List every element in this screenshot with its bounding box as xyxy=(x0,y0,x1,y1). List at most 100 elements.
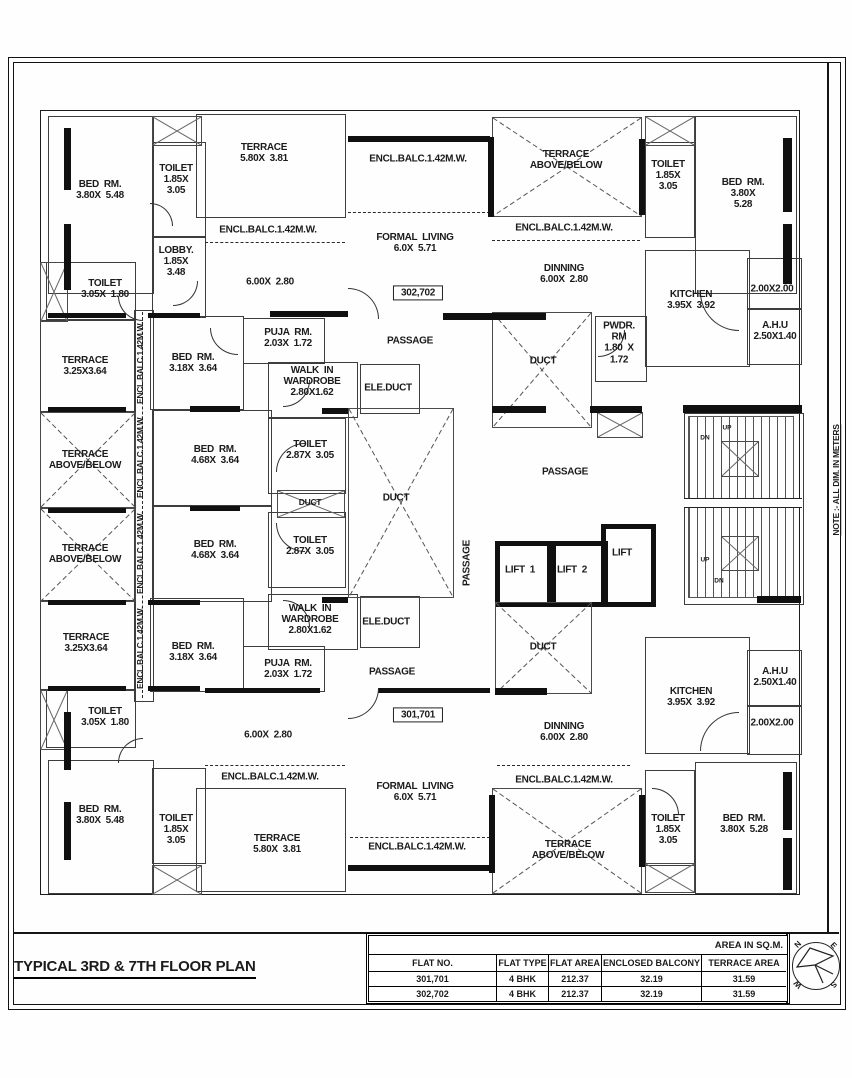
label-passage-mid: PASSAGE xyxy=(541,466,589,478)
staircase-block xyxy=(684,413,804,605)
label-bed-468-top: BED RM. 4.68X 3.64 xyxy=(191,443,239,466)
balcony-dash-left-strip xyxy=(142,312,143,698)
dimension-note: NOTE :- ALL DIM. IN METERS xyxy=(831,424,842,536)
room-walkin-top xyxy=(268,362,358,418)
room-lift-3 xyxy=(601,524,656,607)
stair-landing-lower-hatch xyxy=(721,536,759,571)
area-units-note: AREA IN SQ.M. xyxy=(369,936,787,955)
label-dinning-bottom: DINNING 6.00X 2.80 xyxy=(540,720,588,743)
label-bed-bottom-right: BED RM. 3.80X 5.28 xyxy=(720,812,768,835)
room-walkin-bottom xyxy=(268,594,358,650)
label-balc-bottom-mid: ENCL.BALC.1.42M.W. xyxy=(368,841,466,853)
label-toilet-left-bottom: TOILET 3.05X 1.80 xyxy=(81,705,129,728)
label-ahu-top: A.H.U 2.50X1.40 xyxy=(753,319,797,342)
room-toilet-top-right xyxy=(645,142,695,238)
table-cell: 302,702 xyxy=(416,989,449,999)
label-bed-468-bottom: BED RM. 4.68X 3.64 xyxy=(191,538,239,561)
label-lift-1: LIFT 1 xyxy=(504,564,536,576)
label-terrace-bottom-left: TERRACE 5.80X 3.81 xyxy=(253,832,301,855)
label-lift-2: LIFT 2 xyxy=(556,564,588,576)
wall-segment xyxy=(783,224,792,284)
duct-left-small-top xyxy=(40,262,68,322)
label-passage-top: PASSAGE xyxy=(386,335,434,347)
label-terrace-above-left-1: TERRACE ABOVE/BELOW xyxy=(48,448,122,471)
label-passage-bottom: PASSAGE xyxy=(368,666,416,678)
room-kitchen-bottom xyxy=(645,637,750,754)
label-toilet-287-top: TOILET 2.87X 3.05 xyxy=(286,438,334,461)
wall-segment xyxy=(757,596,801,603)
balcony-dash-top-left xyxy=(205,242,345,243)
label-balc-bottom-left: ENCL.BALC.1.42M.W. xyxy=(221,771,319,783)
table-cell: 31.59 xyxy=(701,987,786,1001)
wall-segment xyxy=(495,688,547,695)
label-terrace-left-2: TERRACE 3.25X3.64 xyxy=(62,631,110,654)
wall-segment xyxy=(64,712,71,770)
label-duct-mid-small: DUCT xyxy=(298,497,322,508)
room-terrace-top-left xyxy=(196,114,346,218)
room-terrace-bottom-left xyxy=(196,788,346,892)
label-puja-top: PUJA RM. 2.03X 1.72 xyxy=(264,326,312,349)
label-terrace-above-left-2: TERRACE ABOVE/BELOW xyxy=(48,542,122,565)
label-toilet-top-right: TOILET 1.85X 3.05 xyxy=(651,159,685,193)
wall-segment xyxy=(190,506,240,511)
stair-landing-upper-hatch xyxy=(721,441,759,477)
label-toilet-287-bottom: TOILET 2.87X 3.05 xyxy=(286,534,334,557)
wall-segment xyxy=(48,600,126,605)
wall-segment xyxy=(270,311,348,317)
wall-segment xyxy=(348,865,490,871)
label-lift-3: LIFT xyxy=(612,547,632,559)
outer-frame xyxy=(8,57,846,1010)
table-header-cell: ENCLOSED BALCONY xyxy=(601,955,701,972)
wall-segment xyxy=(783,772,792,830)
label-passage-vertical: PASSAGE xyxy=(461,539,473,587)
wall-segment xyxy=(64,128,71,190)
room-bed-bottom-right xyxy=(695,762,797,894)
wall-segment xyxy=(322,408,348,414)
label-stair-dn-2: DN xyxy=(714,577,724,585)
wall-segment xyxy=(64,224,71,290)
table-cell: 4 BHK xyxy=(496,972,548,987)
label-toilet-top-left: TOILET 1.85X 3.05 xyxy=(159,163,193,197)
table-cell: 301,701 xyxy=(369,972,496,987)
duct-near-stairs xyxy=(597,412,643,438)
compass-icon: N E W S xyxy=(790,938,842,996)
label-toilet-bottom-left: TOILET 1.85X 3.05 xyxy=(159,813,193,847)
wall-segment xyxy=(190,406,240,412)
label-balc-left-v4: ENCL.BALC.1.42M.W. xyxy=(135,607,146,689)
wall-segment xyxy=(348,136,490,142)
room-bed-bottom-left xyxy=(48,760,154,894)
label-stair-up-2: UP xyxy=(700,556,710,564)
wall-segment xyxy=(48,313,126,318)
compass-needle xyxy=(795,947,835,984)
label-duct-top-right: DUCT xyxy=(529,355,557,367)
wall-segment xyxy=(148,686,200,691)
label-2x2-top: 2.00X2.00 xyxy=(750,283,794,295)
label-lobby: LOBBY. 1.85X 3.48 xyxy=(158,245,194,279)
wall-segment xyxy=(489,795,495,873)
label-formal-living-bottom: FORMAL LIVING 6.0X 5.71 xyxy=(376,780,454,803)
balcony-dash-top-right xyxy=(492,240,640,241)
label-kitchen-top: KITCHEN 3.95X 3.92 xyxy=(667,288,715,311)
balcony-dash-top-mid xyxy=(348,212,490,213)
room-lift-1 xyxy=(495,541,556,607)
label-ahu-bottom: A.H.U 2.50X1.40 xyxy=(753,665,797,688)
wall-segment xyxy=(639,795,645,867)
flat-tag-lower: 301,701 xyxy=(392,707,444,723)
table-cell: 32.19 xyxy=(601,972,701,987)
duct-bottom-right-icon xyxy=(645,863,695,893)
label-kitchen-bottom: KITCHEN 3.95X 3.92 xyxy=(667,685,715,708)
wall-segment xyxy=(205,688,320,693)
label-balc-left-v1: ENCL.BALC.1.42M.W. xyxy=(135,322,146,404)
label-balc-left-v3: ENCL.BALC.1.42M.W. xyxy=(135,512,146,594)
label-toilet-bottom-right: TOILET 1.85X 3.05 xyxy=(651,813,685,847)
room-2x2-bottom xyxy=(747,705,802,755)
room-eleduct-bottom xyxy=(360,596,420,648)
room-eleduct-top xyxy=(360,364,420,414)
label-dinning-top: DINNING 6.00X 2.80 xyxy=(540,262,588,285)
label-dim-600-bottom: 6.00X 2.80 xyxy=(244,729,292,741)
compass-circle xyxy=(792,942,840,990)
room-toilet-left-small-top xyxy=(46,262,136,320)
wall-segment xyxy=(443,313,546,320)
